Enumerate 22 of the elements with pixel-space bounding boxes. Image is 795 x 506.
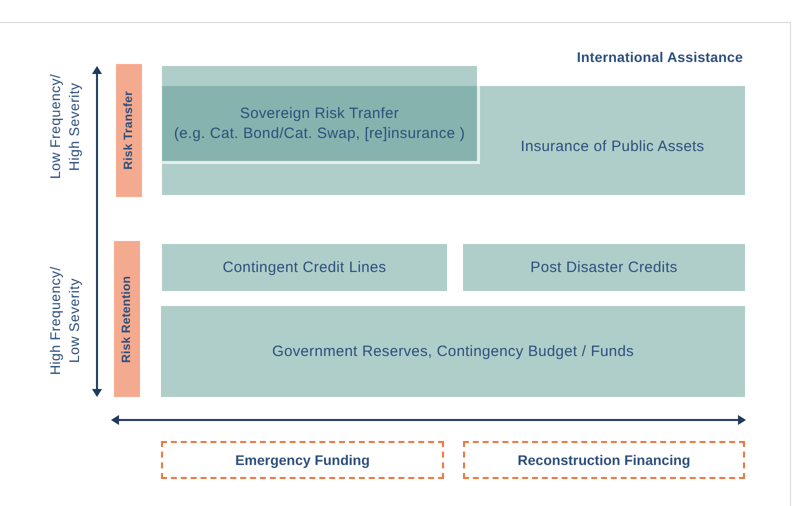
instrument-box [162,66,745,195]
category-label: Risk Retention [119,276,134,362]
phase-box [463,441,745,479]
box-label: Insurance of Public Assets [520,137,704,157]
box-label: Reconstruction Financing [518,450,690,470]
axis-label: High Frequency/ Low Severity [46,265,83,377]
heading: International Assistance [576,50,743,65]
category-bar [114,241,140,397]
phase-box [161,441,444,479]
box-label: (e.g. Cat. Bond/Cat. Swap, [re]insurance ) [174,124,466,143]
box-label: Contingent Credit Lines [222,258,386,278]
box-label: Emergency Funding [235,450,370,470]
box-label: Sovereign Risk Tranfer [240,104,400,124]
box-label: Post Disaster Credits [530,258,678,278]
category-bar [116,64,142,197]
box-label: Government Reserves, Contingency Budget / Funds [272,342,634,362]
category-label: Risk Transfer [121,91,136,170]
instrument-box [463,244,745,291]
instrument-box [161,306,745,397]
instrument-box [162,244,447,291]
instrument-box [162,86,480,164]
axis-label: Low Frequency/ High Severity [46,72,83,182]
